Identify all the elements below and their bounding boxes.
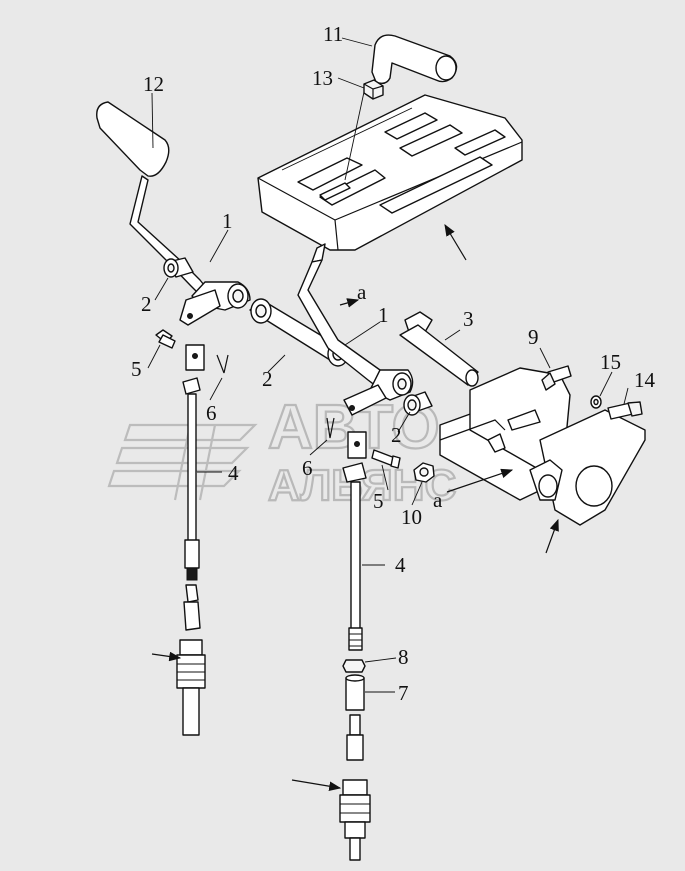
arrow-bracket (545, 518, 559, 554)
part-15-washer (590, 395, 602, 409)
label-6-center: 6 (302, 456, 313, 480)
bracket-assembly (439, 367, 646, 526)
label-8: 8 (398, 645, 409, 669)
label-6-left: 6 (206, 401, 217, 425)
arrow-console (444, 223, 467, 261)
part-10-nut (413, 462, 435, 483)
part-14-bolt (607, 401, 643, 420)
part-4-rod-left (182, 344, 205, 581)
part-1-center-lever (297, 243, 414, 416)
part-9-bolt (541, 365, 572, 391)
label-9: 9 (528, 325, 539, 349)
label-2-right: 2 (391, 423, 402, 447)
part-6-pin-left (216, 354, 229, 374)
part-12-left-lever (96, 101, 251, 326)
arrow-a-lower (446, 468, 514, 493)
label-13: 13 (312, 66, 333, 90)
label-5-left: 5 (131, 357, 142, 381)
label-12: 12 (143, 72, 164, 96)
label-1-center: 1 (378, 303, 389, 327)
part-11-knob (371, 34, 458, 85)
arrow-cable-center (291, 779, 342, 791)
part-2-bushing-left (163, 257, 194, 278)
direction-arrows (151, 223, 559, 791)
cable-end-left (176, 584, 206, 736)
label-a-lower: a (433, 488, 443, 512)
label-7: 7 (398, 681, 409, 705)
part-8-nut (342, 659, 366, 673)
arrow-a-upper (339, 298, 360, 308)
part-5-bolt-center (371, 449, 401, 469)
cable-end-center (339, 714, 371, 861)
part-7-sleeve (345, 674, 365, 711)
part-4-rod-center (342, 431, 367, 651)
label-11: 11 (323, 22, 343, 46)
label-a-upper: a (357, 280, 367, 304)
arrow-cable-left (151, 651, 182, 662)
label-1-left: 1 (222, 209, 233, 233)
label-2-left: 2 (141, 292, 152, 316)
label-4-left: 4 (228, 461, 239, 485)
label-14: 14 (634, 368, 656, 392)
console-cover (257, 94, 523, 251)
leader-lines (147, 37, 629, 693)
part-labels: 11 13 12 1 2 a 1 3 9 15 14 5 2 6 2 4 6 5… (131, 22, 656, 705)
watermark: АВТО АЛЬЯНС (107, 392, 457, 511)
label-4-center: 4 (395, 553, 406, 577)
gate-slot (319, 182, 351, 201)
part-2-bushing-right (403, 391, 433, 416)
label-10: 10 (401, 505, 422, 529)
label-5-center: 5 (373, 489, 384, 513)
part-5-bolt-left (155, 329, 176, 349)
part-3-pin (399, 311, 479, 387)
label-2-center: 2 (262, 367, 273, 391)
label-3: 3 (463, 307, 474, 331)
label-15: 15 (600, 350, 621, 374)
part-6-pin-center (326, 417, 335, 439)
